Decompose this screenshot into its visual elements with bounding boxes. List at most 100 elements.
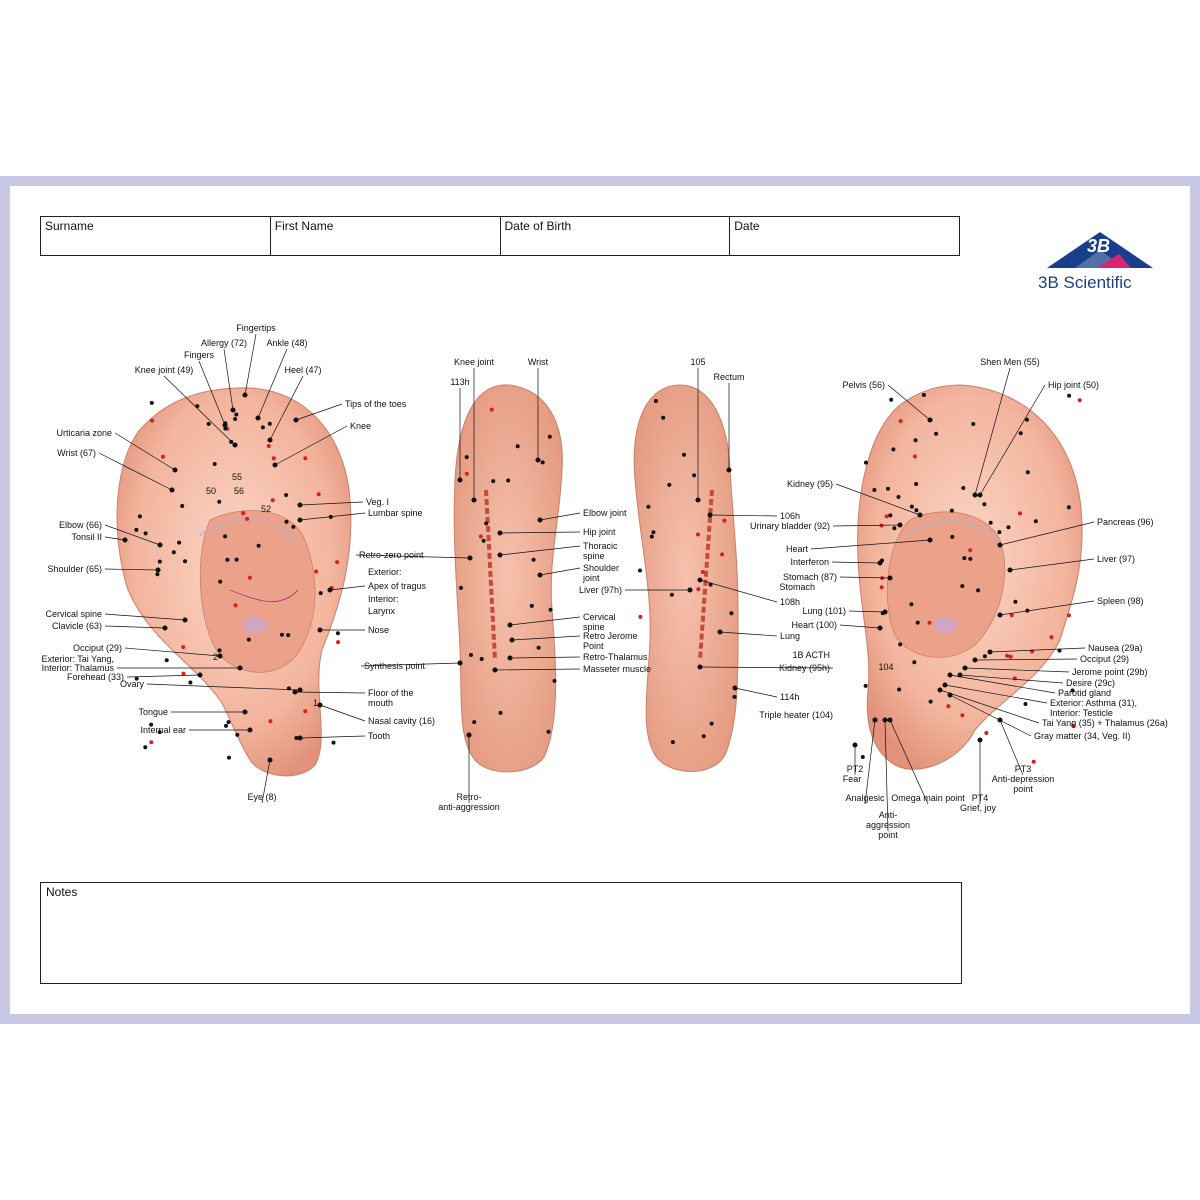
acupuncture-point [896,495,901,499]
leader-ear_right-heart [810,539,931,550]
point-ear_right-kidney [917,512,923,518]
point-ear_left-forehead [197,672,203,678]
label-ear_right-shen_men: Shen Men (55) [980,357,1040,367]
leader-ear_right-anti2 [884,719,889,832]
acupuncture-point [149,740,154,745]
point-back_right-n114h [732,685,738,691]
label-ear_right-taiyang: Tai Yang (35) + Thalamus (26a) [1042,718,1168,728]
acupuncture-point [552,678,557,683]
acupuncture-point [722,518,727,523]
acupuncture-point [177,540,182,545]
acupuncture-point [1077,398,1082,403]
acupuncture-point [638,614,643,619]
acupuncture-point [909,504,914,509]
label-ear_right-heart100: Heart (100) [791,620,837,630]
point-ear_left-urticaria [172,467,178,473]
point-ear_left-tips_toes [293,417,299,423]
acupuncture-point [864,460,868,465]
point-ear_left-retro_zero [467,555,473,561]
acupuncture-point [988,520,993,525]
acupuncture-point [997,530,1002,535]
acupuncture-point [696,587,701,592]
acupuncture-point [280,632,284,637]
leader-ear_right-heart100 [839,624,881,629]
acupuncture-point [540,460,545,465]
acupuncture-point [1057,648,1062,653]
label-ear_left-cervical: Cervical spine [45,609,102,619]
acupuncture-point [224,723,228,728]
point-ear_left-lumbar [297,517,303,523]
label-ear_right-heart: Heart [786,544,809,554]
label-ear_left-n55: 55 [232,472,242,482]
leader-ear_left-forehead [126,674,201,678]
leader-back_right-n108h [699,579,778,603]
acupuncture-point [331,740,336,745]
point-ear_right-desire [957,672,963,678]
point-ear_left-apex [327,587,333,593]
label-ear_left-n52: 52 [261,504,271,514]
surname-field[interactable]: Surname [41,217,271,255]
label-ear_right-pt4: PT4 [972,793,989,803]
label-ear_left-n2: 2 [213,652,218,662]
point-ear_right-liver [1007,567,1013,573]
acupuncture-point [879,585,884,590]
point-back_left-elbow_joint [537,517,543,523]
acupuncture-point [506,478,511,483]
point-ear_left-tonsil [122,537,128,543]
point-ear_right-occiput [972,657,978,663]
date-field[interactable]: Date [734,219,760,233]
label-back_right-n105: 105 [690,357,705,367]
acupuncture-point [898,419,903,424]
point-ear_left-internal_ear [247,727,253,733]
acupuncture-point [515,444,520,449]
point-back_left-n113h [457,477,463,483]
acupuncture-point [546,729,551,734]
leader-ear_left-knee_joint [163,375,236,446]
label-ear_right-asthma2: Interior: Testicle [1050,708,1113,718]
point-ear_right-omega [887,717,893,723]
acupuncture-point [949,508,954,513]
acupuncture-point [270,498,275,503]
label-ear_left-lumbar: Lumbar spine [368,508,423,518]
point-ear_left-fingers [222,422,228,428]
label-ear_left-heel: Heel (47) [284,365,321,375]
label-ear_left-tonsil: Tonsil II [71,532,102,542]
patient-form: Surname First Name Date of Birth Date [40,216,960,256]
label-ear_left-ovary: Ovary [120,679,145,689]
leader-ear_left-knee [274,425,348,466]
point-ear_left-knee_joint [232,442,238,448]
acupuncture-point [245,516,250,521]
date-of-birth-field[interactable]: Date of Birth [501,217,731,255]
leader-ear_right-omega [889,719,929,805]
acupuncture-point [267,421,272,426]
point-ear_right-lung101 [882,609,888,615]
acupuncture-point [149,722,154,727]
notes-field[interactable]: Notes [40,882,962,984]
acupuncture-point [1049,635,1054,640]
acupuncture-point [479,657,484,661]
acupuncture-point [872,488,877,492]
acupuncture-point [303,456,308,461]
point-ear_right-pt2 [852,742,858,748]
acupuncture-point [481,538,486,543]
label-ear_left-taiyang1: Exterior: Tai Yang, [41,654,114,664]
label-back_right-n108h: 108h [780,597,800,607]
label-ear_left-floor1: Floor of the [368,688,414,698]
acupuncture-point [982,502,987,507]
first-name-field[interactable]: First Name [271,217,501,255]
acupuncture-point [653,399,658,403]
leader-ear_left-ankle [257,348,288,419]
acupuncture-point [696,532,700,537]
acupuncture-point [217,648,222,653]
acupuncture-point [1018,511,1022,516]
acupuncture-point [164,658,169,663]
acupuncture-point [218,579,223,584]
leader-ear_right-nausea [989,647,1086,653]
point-ear_left-elbow [157,542,163,548]
point-ear_left-ovary [297,687,303,693]
acupuncture-point [260,425,265,430]
acupuncture-point [971,422,976,426]
acupuncture-point [234,412,239,417]
acupuncture-point [188,680,193,685]
acupuncture-point [247,575,252,580]
